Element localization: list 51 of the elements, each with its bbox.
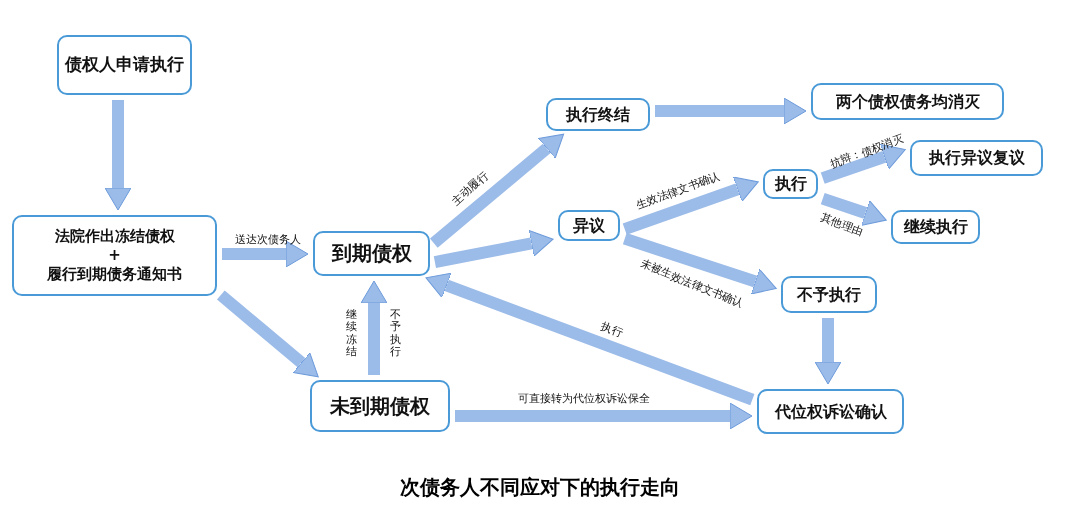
block-arrow (425, 272, 755, 406)
process-box (12, 215, 217, 296)
edge-label: 抗辩：债权消灭 (827, 130, 905, 172)
box-label: 债权人申请执行 (65, 54, 184, 76)
edge-label: 继续冻结 (346, 308, 358, 360)
box-label: 执行 (774, 174, 807, 194)
box-label: + (108, 246, 121, 265)
box-label: 执行异议复议 (928, 148, 1025, 168)
block-arrow (222, 240, 309, 268)
side-note: 不予执行 (390, 308, 402, 360)
box-label: 两个债权债务均消灭 (835, 91, 980, 112)
process-box (558, 210, 620, 241)
block-arrow (429, 133, 565, 248)
block-arrow (820, 144, 906, 184)
block-arrow (622, 176, 759, 235)
process-box (313, 231, 430, 276)
box-label: 到期债权 (331, 241, 412, 266)
block-arrow (455, 402, 753, 430)
box-label: 继续执行 (903, 217, 968, 237)
process-box (57, 35, 192, 95)
block-arrow (622, 232, 777, 295)
process-box (781, 276, 877, 313)
edge-label: 未被生效法律文书确认 (638, 255, 746, 311)
edge-label: 送达次债务人 (235, 231, 301, 247)
block-arrow (104, 100, 132, 211)
edge-label: 执行 (599, 318, 625, 340)
block-arrow (814, 318, 842, 385)
box-label: 不予执行 (797, 284, 861, 305)
box-label: 异议 (573, 215, 605, 236)
edge-label: 主动履行 (448, 167, 492, 209)
edge-label: 其他理由 (818, 209, 866, 239)
process-box (891, 210, 980, 244)
process-box (757, 389, 904, 434)
box-label: 未到期债权 (330, 393, 430, 419)
process-box (910, 140, 1043, 176)
block-arrow (820, 192, 887, 226)
box-label: 履行到期债务通知书 (47, 264, 182, 284)
process-box (811, 83, 1004, 120)
block-arrow (360, 280, 388, 375)
box-label: 法院作出冻结债权 (54, 227, 175, 247)
diagram-caption: 次债务人不同应对下的执行走向 (399, 474, 681, 501)
process-box (310, 380, 450, 432)
edge-label: 可直接转为代位权诉讼保全 (518, 390, 650, 406)
box-label: 代位权诉讼确认 (774, 401, 887, 422)
block-arrow (655, 97, 807, 125)
process-box (763, 169, 818, 199)
box-label: 执行终结 (566, 104, 630, 125)
process-box (546, 98, 650, 131)
edge-label: 生效法律文书确认 (634, 167, 722, 213)
block-arrow (216, 290, 319, 378)
block-arrow (433, 230, 554, 268)
